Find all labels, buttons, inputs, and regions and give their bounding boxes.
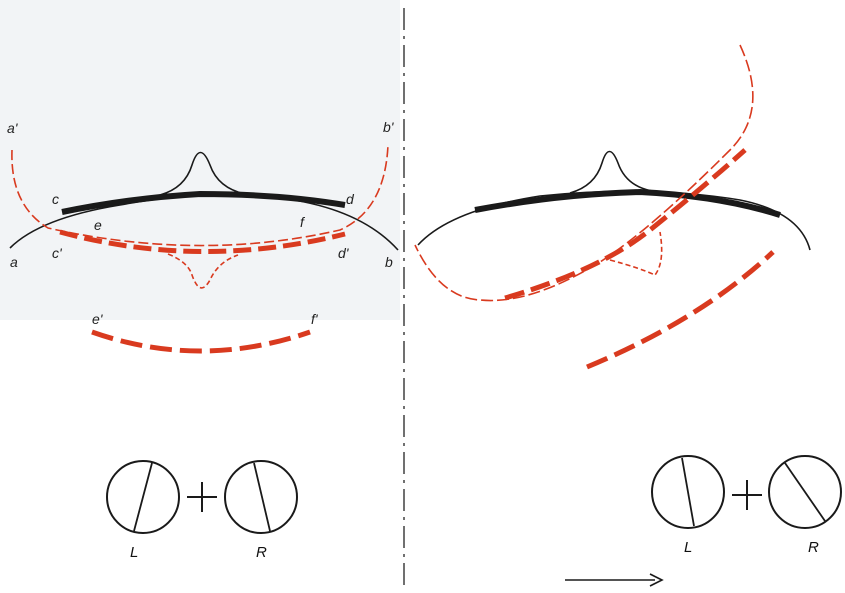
left-eye-meridian-R — [253, 462, 271, 532]
left-panel: a' b' c d e f a c' d' b e' f' L R — [7, 119, 399, 561]
left-label-R: R — [256, 544, 267, 561]
right-red-bump — [609, 231, 663, 276]
label-d: d — [346, 191, 355, 207]
left-eye-meridian-L — [133, 462, 153, 532]
right-eye-meridian-R — [784, 462, 826, 522]
right-red-lower-curve — [586, 250, 775, 370]
right-bump — [569, 150, 653, 194]
left-red-ef-curve — [91, 329, 311, 354]
right-black-arc — [417, 190, 811, 251]
direction-arrow-head — [649, 573, 664, 587]
label-e-prime: e' — [92, 311, 104, 327]
left-thick-segment — [61, 190, 346, 215]
label-c-prime: c' — [52, 245, 63, 261]
label-f-prime: f' — [311, 311, 319, 327]
right-eye-circle-L — [651, 455, 725, 529]
right-red-thin-curve — [414, 44, 754, 302]
right-label-R: R — [808, 539, 819, 556]
label-b-prime: b' — [383, 119, 395, 135]
label-a: a — [10, 254, 18, 270]
label-c: c — [52, 191, 59, 207]
left-bump — [159, 151, 246, 196]
left-label-L: L — [130, 544, 138, 561]
background-shade — [0, 0, 400, 320]
left-red-outer-curve — [11, 144, 389, 247]
right-eye-meridian-L — [681, 457, 695, 527]
right-panel: L R — [414, 44, 842, 587]
left-red-thick-curve — [59, 229, 346, 254]
left-red-bump — [167, 253, 239, 289]
label-b: b — [385, 254, 393, 270]
label-e: e — [94, 217, 102, 233]
right-red-thick-diagonal — [504, 148, 747, 301]
label-a-prime: a' — [7, 120, 19, 136]
right-label-L: L — [684, 539, 692, 556]
left-eye-circle-L — [106, 460, 180, 534]
label-d-prime: d' — [338, 245, 350, 261]
right-eye-circle-R — [768, 455, 842, 529]
left-eye-circle-R — [224, 460, 298, 534]
right-thick-segment — [474, 188, 781, 218]
label-f: f — [300, 214, 306, 230]
